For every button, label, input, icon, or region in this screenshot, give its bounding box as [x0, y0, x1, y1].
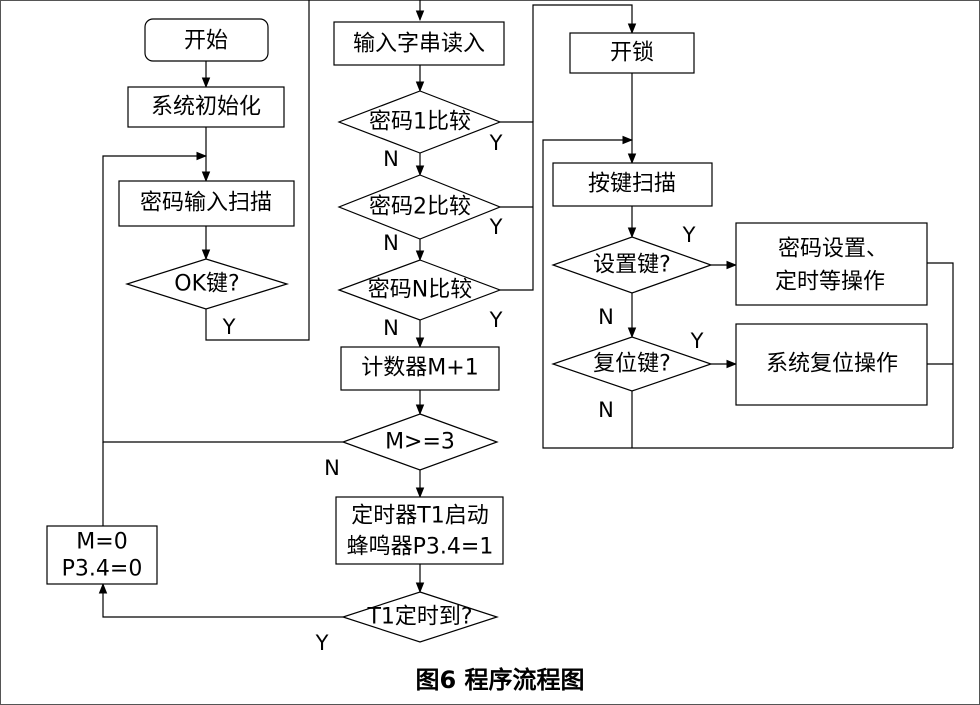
figure-caption: 图6 程序流程图 — [415, 666, 584, 694]
counter-label: 计数器M+1 — [361, 356, 478, 381]
init-node — [127, 86, 285, 128]
unlock-label: 开锁 — [610, 41, 654, 66]
cmpN-label: 密码N比较 — [368, 278, 472, 303]
sys-reset-node — [735, 323, 928, 406]
scan-label: 密码输入扫描 — [140, 191, 272, 216]
scan-node — [118, 180, 295, 227]
pw-set-label-2: 定时等操作 — [775, 270, 885, 295]
sys-reset-label: 系统复位操作 — [766, 352, 898, 377]
input-node — [333, 21, 505, 66]
input-label: 输入字串读入 — [353, 32, 485, 57]
cmp1-label: 密码1比较 — [369, 110, 471, 135]
set-key-label: 设置键? — [593, 253, 671, 278]
timer-done-label: T1定时到? — [366, 605, 472, 630]
pw-set-node — [735, 222, 928, 306]
ok-yes-label: Y — [222, 315, 236, 339]
edge-yes-unlock — [532, 4, 637, 122]
timer-start-label-2: 蜂鸣器P3.4=1 — [347, 535, 494, 560]
unlock-node — [569, 32, 695, 74]
reset-no-label: N — [598, 398, 614, 422]
cmp1-yes-label: Y — [489, 131, 503, 155]
cmpN-yes-label: Y — [489, 308, 503, 332]
t1-yes-label: Y — [315, 631, 329, 655]
timer-done-node — [341, 591, 499, 643]
pw-set-label-1: 密码设置、 — [778, 237, 888, 262]
cmp2-yes-label: Y — [489, 215, 503, 239]
m-check-label: M>=3 — [385, 430, 455, 455]
reset-yes-label: Y — [690, 329, 704, 353]
edge-ok-yes — [205, 0, 310, 341]
key-scan-label: 按键扫描 — [588, 172, 676, 197]
cmp2-no-label: N — [383, 231, 399, 255]
key-scan-node — [552, 162, 713, 207]
reset-label-2: P3.4=0 — [62, 557, 143, 582]
edge-loop-keyscan — [542, 135, 953, 449]
edge-cmp-yes-bus — [500, 121, 534, 291]
ok-key-label: OK键? — [174, 272, 239, 297]
cmp2-label: 密码2比较 — [369, 195, 471, 220]
cmp1-no-label: N — [383, 147, 399, 171]
reset-key-label: 复位键? — [593, 352, 671, 377]
timer-start-label-1: 定时器T1启动 — [351, 504, 488, 529]
edge-t1-yes — [98, 582, 343, 618]
m-no-label: N — [324, 456, 340, 480]
edge-pwset-return — [927, 262, 954, 448]
counter-node — [340, 346, 500, 391]
edge-m-loop-back — [102, 151, 343, 443]
cmpN-no-label: N — [383, 316, 399, 340]
reset-node — [46, 525, 158, 585]
reset-label-1: M=0 — [76, 530, 127, 555]
set-yes-label: Y — [682, 223, 696, 247]
set-no-label: N — [598, 305, 614, 329]
init-label: 系统初始化 — [151, 95, 261, 120]
start-label: 开始 — [184, 29, 228, 54]
